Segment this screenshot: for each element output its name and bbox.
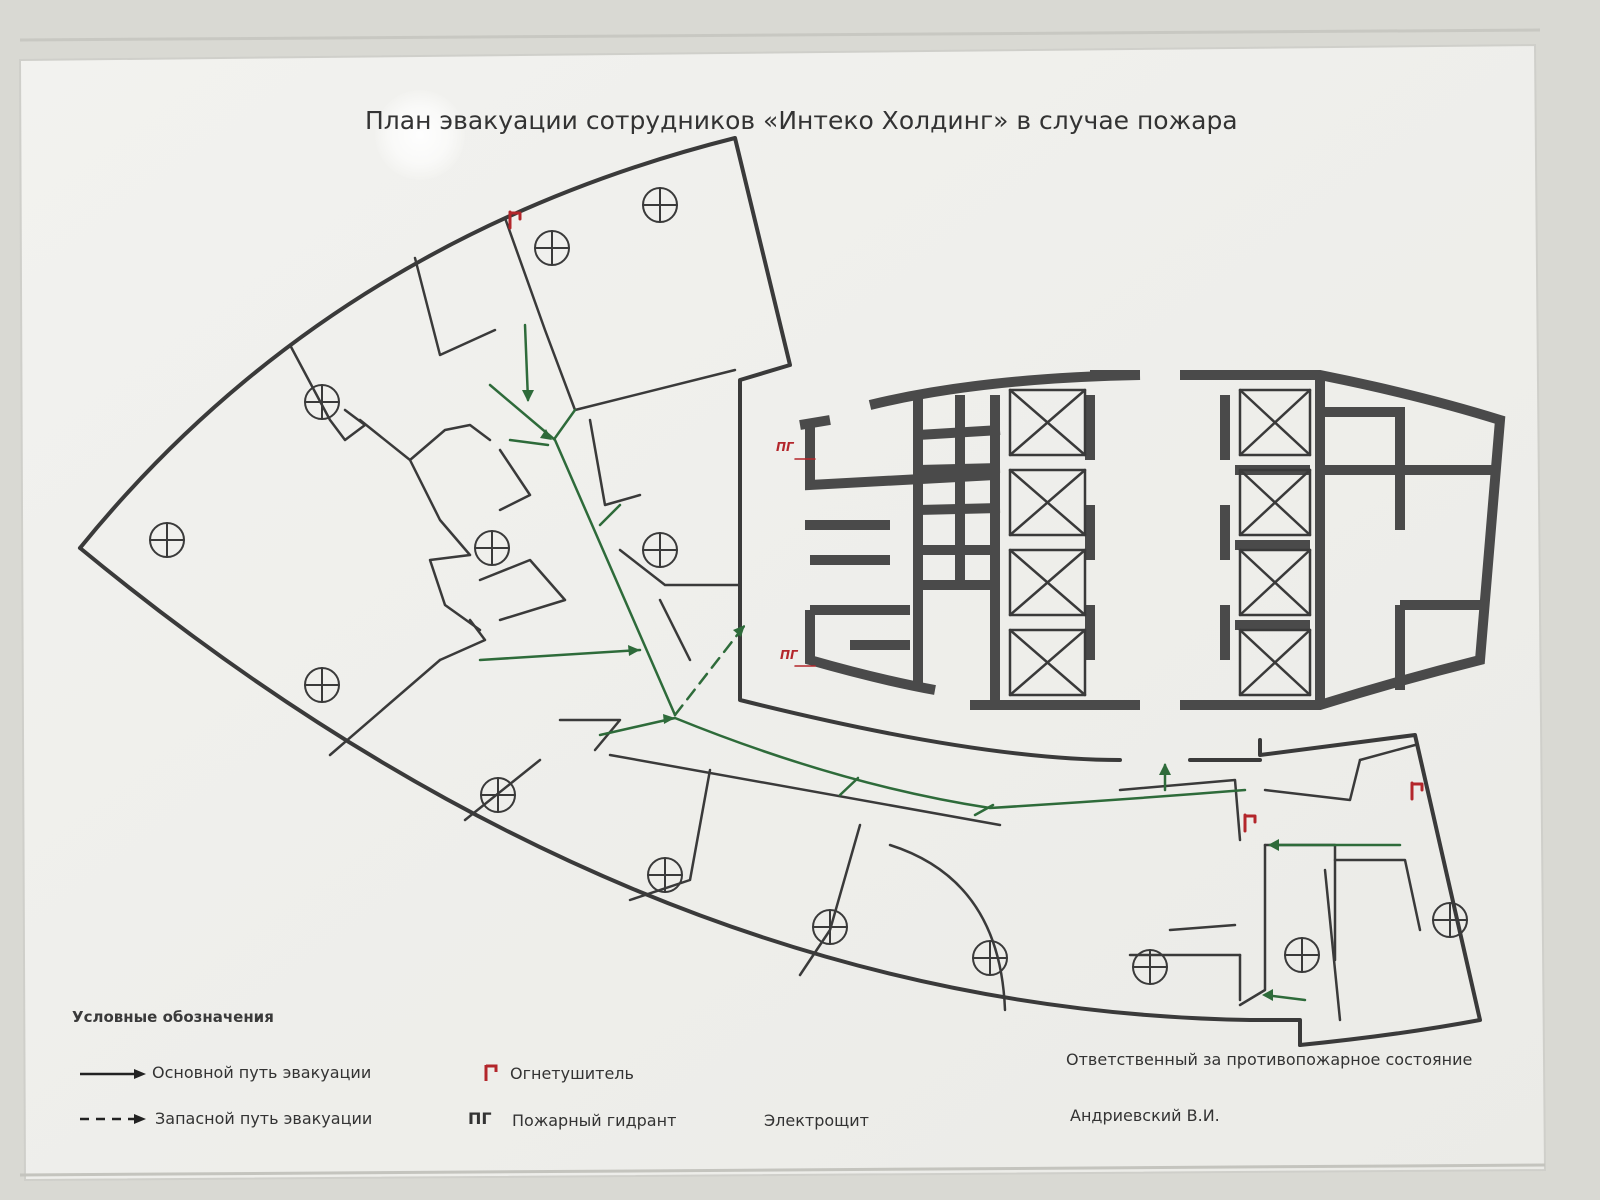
elevator-shaft-icon bbox=[1238, 468, 1312, 537]
office-partitions bbox=[288, 216, 1422, 1022]
ceiling-fixture-icon bbox=[149, 522, 185, 558]
legend-extinguisher: Огнетушитель bbox=[510, 1064, 634, 1083]
legend-hydrant: Пожарный гидрант bbox=[512, 1111, 677, 1130]
ceiling-fixture-icon bbox=[480, 777, 516, 813]
elevator-core-right bbox=[1180, 370, 1506, 710]
ceiling-fixture-icon bbox=[812, 909, 848, 945]
ceiling-fixture-icon bbox=[972, 940, 1008, 976]
hydrant-markers bbox=[794, 458, 816, 667]
elevator-shaft-icon bbox=[1238, 388, 1312, 457]
legend-reserve-route-symbol bbox=[80, 1114, 146, 1124]
elevator-shaft-icon bbox=[1008, 388, 1087, 457]
ceiling-fixture-icon bbox=[1132, 949, 1168, 985]
elevator-shaft-icon bbox=[1238, 548, 1312, 617]
ceiling-fixture-icon bbox=[642, 187, 678, 223]
ceiling-fixture-icon bbox=[304, 384, 340, 420]
responsible-label: Ответственный за противопожарное состоян… bbox=[1066, 1050, 1473, 1069]
legend-hydrant-code: ПГ bbox=[468, 1109, 492, 1128]
ceiling-fixture-icon bbox=[474, 530, 510, 566]
fire-extinguisher-icon bbox=[1410, 781, 1424, 801]
fire-extinguisher-icon bbox=[1243, 813, 1257, 833]
fire-extinguisher-icon bbox=[508, 210, 522, 230]
route-arrowheads bbox=[522, 390, 1279, 1001]
responsible-name: Андриевский В.И. bbox=[1070, 1106, 1220, 1125]
legend-heading: Условные обозначения bbox=[72, 1008, 274, 1026]
elevator-shafts bbox=[1008, 388, 1312, 697]
hydrant-label: ПГ bbox=[780, 648, 798, 662]
elevator-shaft-icon bbox=[1008, 468, 1087, 537]
fire-extinguishers bbox=[508, 210, 1424, 833]
ceiling-fixture-icon bbox=[647, 857, 683, 893]
ceiling-fixture-icon bbox=[534, 230, 570, 266]
legend-panel: Электрощит bbox=[764, 1111, 869, 1130]
reserve-evacuation-route bbox=[673, 623, 747, 717]
elevator-core-left bbox=[799, 370, 1141, 710]
fire-extinguisher-icon bbox=[484, 1064, 498, 1081]
outer-building-walls bbox=[78, 136, 1482, 1047]
main-evacuation-routes bbox=[478, 323, 1402, 1002]
legend-main-route: Основной путь эвакуации bbox=[152, 1063, 372, 1082]
ceiling-fixture-icon bbox=[304, 667, 340, 703]
plan-title: План эвакуации сотрудников «Интеко Холди… bbox=[365, 106, 1238, 135]
ceiling-fixture-icon bbox=[1432, 902, 1468, 938]
ceiling-fixture-icon bbox=[642, 532, 678, 568]
legend-reserve-route: Запасной путь эвакуации bbox=[155, 1109, 373, 1128]
ceiling-fixture-icon bbox=[1284, 937, 1320, 973]
legend-main-route-symbol bbox=[80, 1069, 146, 1079]
ceiling-fixtures bbox=[149, 187, 1468, 985]
elevator-shaft-icon bbox=[1008, 628, 1087, 697]
hydrant-label: ПГ bbox=[776, 440, 794, 454]
elevator-shaft-icon bbox=[1238, 628, 1312, 697]
elevator-shaft-icon bbox=[1008, 548, 1087, 617]
laminate-glare bbox=[375, 90, 465, 180]
